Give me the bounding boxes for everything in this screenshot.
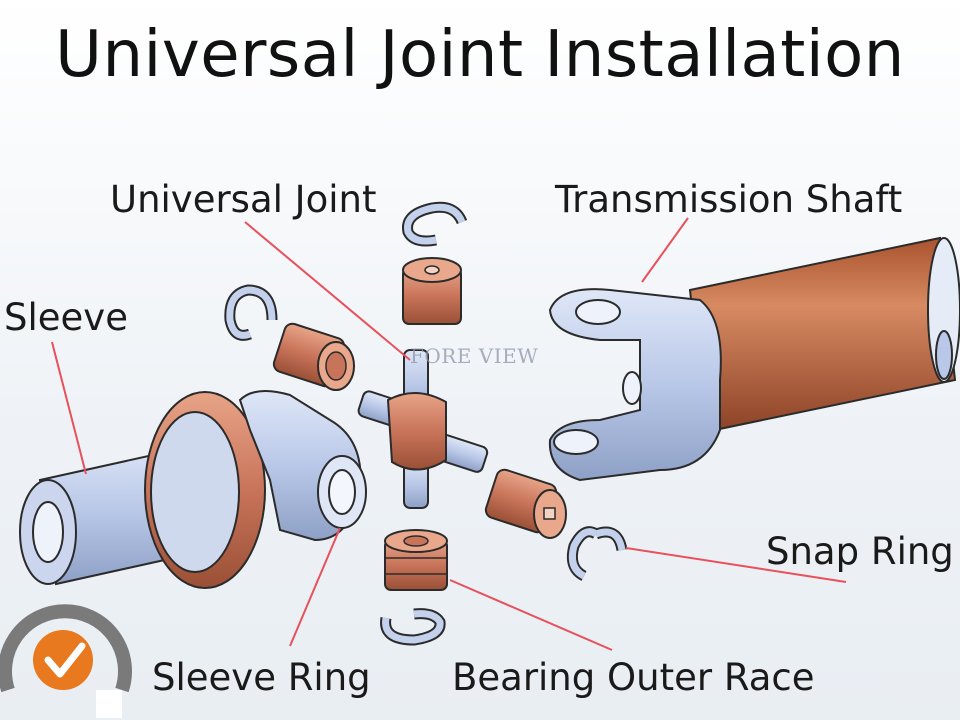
watermark: FORE VIEW bbox=[410, 344, 539, 368]
leader-universal-joint bbox=[244, 221, 411, 361]
leader-bearing-outer-race bbox=[449, 579, 613, 651]
leader-lines bbox=[51, 217, 847, 651]
bearing-cup-bottom bbox=[384, 529, 448, 591]
snap-ring-right bbox=[566, 526, 628, 581]
label-sleeve: Sleeve bbox=[4, 296, 128, 339]
leader-sleeve-ring bbox=[289, 527, 341, 647]
snap-ring-top bbox=[402, 201, 468, 247]
snap-ring-bottom bbox=[380, 608, 446, 646]
transmission-shaft bbox=[548, 236, 960, 482]
leader-transmission-shaft bbox=[641, 217, 689, 283]
checkmark-icon bbox=[44, 642, 86, 678]
label-universal-joint: Universal Joint bbox=[110, 178, 377, 221]
certification-badge bbox=[0, 604, 132, 718]
universal-joint-cross bbox=[357, 349, 489, 509]
label-bearing-outer-race: Bearing Outer Race bbox=[452, 656, 815, 699]
diagram-title: Universal Joint Installation bbox=[55, 18, 905, 92]
bearing-cup-left bbox=[272, 322, 355, 391]
bearing-cup-top bbox=[402, 257, 462, 325]
sleeve bbox=[19, 390, 367, 589]
leader-snap-ring bbox=[625, 547, 847, 583]
snap-ring-left bbox=[224, 284, 278, 341]
label-transmission-shaft: Transmission Shaft bbox=[555, 178, 903, 221]
label-sleeve-ring: Sleeve Ring bbox=[152, 656, 371, 699]
bearing-cup-right bbox=[484, 468, 567, 539]
badge-disc bbox=[33, 630, 93, 690]
label-snap-ring: Snap Ring bbox=[766, 530, 954, 573]
leader-sleeve bbox=[51, 341, 87, 475]
